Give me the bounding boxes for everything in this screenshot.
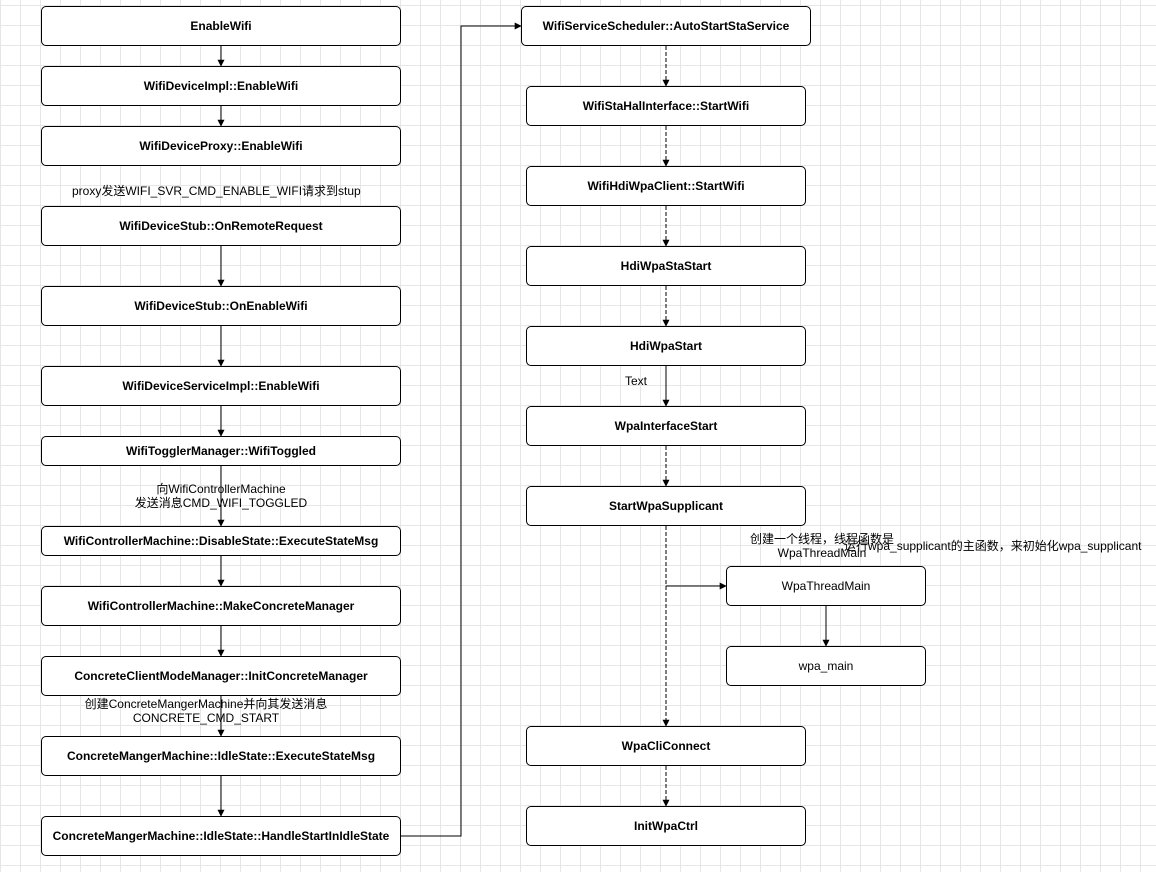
node-wpa-cli-connect: WpaCliConnect <box>526 726 806 766</box>
node-wpa-thread-main: WpaThreadMain <box>726 566 926 606</box>
node-concrete-idle-handle-start: ConcreteMangerMachine::IdleState::Handle… <box>41 816 401 856</box>
edge-label-text: Text <box>625 374 648 388</box>
node-controller-make-concrete-manager: WifiControllerMachine::MakeConcreteManag… <box>41 586 401 626</box>
node-scheduler-auto-start: WifiServiceScheduler::AutoStartStaServic… <box>521 6 811 46</box>
node-concrete-client-init: ConcreteClientModeManager::InitConcreteM… <box>41 656 401 696</box>
edge-label-to-controller: 向WifiControllerMachine 发送消息CMD_WIFI_TOGG… <box>134 482 308 510</box>
node-enable-wifi: EnableWifi <box>41 6 401 46</box>
node-hdi-wpa-start: HdiWpaStart <box>526 326 806 366</box>
node-wpa-main: wpa_main <box>726 646 926 686</box>
arrow-bridge <box>401 22 522 837</box>
node-start-wpa-supplicant: StartWpaSupplicant <box>526 486 806 526</box>
edge-label-proxy-send: proxy发送WIFI_SVR_CMD_ENABLE_WIFI请求到stup <box>72 184 361 198</box>
node-wpa-interface-start: WpaInterfaceStart <box>526 406 806 446</box>
node-init-wpa-ctrl: InitWpaCtrl <box>526 806 806 846</box>
node-hdi-wpa-sta-start: HdiWpaStaStart <box>526 246 806 286</box>
node-wifi-device-impl-enable: WifiDeviceImpl::EnableWifi <box>41 66 401 106</box>
node-controller-disable-state-execute: WifiControllerMachine::DisableState::Exe… <box>41 526 401 556</box>
edge-label-run-supplicant: 运行wpa_supplicant的主函数，来初始化wpa_supplicant <box>844 539 1142 553</box>
node-wifi-device-service-impl-enable: WifiDeviceServiceImpl::EnableWifi <box>41 366 401 406</box>
node-sta-hal-start-wifi: WifiStaHalInterface::StartWifi <box>526 86 806 126</box>
edge-label-create-thread: 创建一个线程，线程函数是 WpaThreadMain <box>749 532 894 560</box>
node-wifi-toggler-manager-toggled: WifiTogglerManager::WifiToggled <box>41 436 401 466</box>
node-wifi-device-stub-on-remote-request: WifiDeviceStub::OnRemoteRequest <box>41 206 401 246</box>
edge-label-create-machine: 创建ConcreteMangerMachine并向其发送消息 CONCRETE_… <box>84 697 328 725</box>
node-wifi-device-proxy-enable: WifiDeviceProxy::EnableWifi <box>41 126 401 166</box>
node-hdi-wpa-client-start: WifiHdiWpaClient::StartWifi <box>526 166 806 206</box>
node-wifi-device-stub-on-enable: WifiDeviceStub::OnEnableWifi <box>41 286 401 326</box>
node-concrete-idle-execute: ConcreteMangerMachine::IdleState::Execut… <box>41 736 401 776</box>
